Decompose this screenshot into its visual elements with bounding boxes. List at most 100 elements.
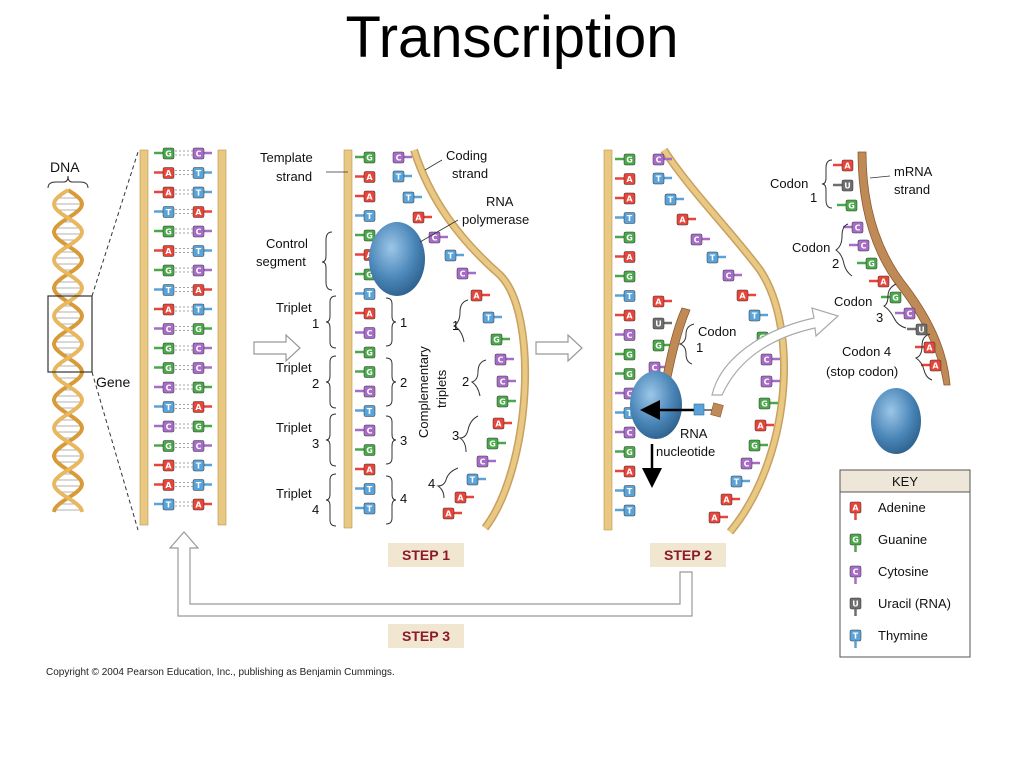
svg-text:G: G bbox=[195, 325, 202, 334]
svg-text:A: A bbox=[165, 481, 172, 490]
step3-label: STEP 3 bbox=[402, 628, 450, 644]
template-base: C bbox=[154, 323, 175, 335]
svg-text:C: C bbox=[196, 442, 202, 451]
step2-coding-base: T bbox=[652, 172, 672, 185]
svg-text:T: T bbox=[627, 214, 633, 223]
rna-nucleotide-label-2: nucleotide bbox=[656, 444, 715, 459]
svg-text:1: 1 bbox=[312, 316, 319, 331]
svg-text:3: 3 bbox=[312, 436, 319, 451]
mrna-base: C bbox=[895, 307, 916, 320]
step1-coding-base: C bbox=[496, 375, 516, 388]
svg-text:G: G bbox=[366, 368, 373, 377]
svg-text:T: T bbox=[367, 485, 373, 494]
svg-text:G: G bbox=[366, 271, 373, 280]
coding-base: C bbox=[192, 362, 212, 374]
zoom-line-top bbox=[91, 151, 139, 297]
dna-brace bbox=[47, 175, 89, 189]
step2-template-base: A bbox=[615, 465, 636, 478]
codon2-label-1: Codon bbox=[792, 240, 830, 255]
step1-coding-base: G bbox=[490, 333, 510, 346]
dna-helix bbox=[51, 188, 85, 513]
svg-text:G: G bbox=[626, 156, 633, 165]
svg-text:C: C bbox=[196, 150, 202, 159]
codon4-label-1: Codon 4 bbox=[842, 344, 891, 359]
svg-text:A: A bbox=[655, 298, 662, 307]
step2-coding-base: T bbox=[730, 475, 750, 488]
svg-text:T: T bbox=[627, 507, 633, 516]
coding-base: C bbox=[192, 440, 212, 452]
svg-text:4: 4 bbox=[428, 476, 435, 491]
svg-text:T: T bbox=[656, 175, 662, 184]
svg-text:C: C bbox=[627, 390, 633, 399]
step2-coding-base: T bbox=[748, 309, 768, 322]
step2-template-base: G bbox=[615, 231, 636, 244]
coding-base: G bbox=[192, 420, 212, 433]
step2-mrna-base: U bbox=[652, 317, 672, 330]
step2-arrow bbox=[535, 333, 583, 363]
mrna-strand-label-1: mRNA bbox=[894, 164, 933, 179]
svg-text:C: C bbox=[166, 423, 172, 432]
svg-text:T: T bbox=[710, 254, 716, 263]
step2-coding-base: A bbox=[720, 493, 740, 506]
svg-text:T: T bbox=[196, 306, 202, 315]
svg-text:A: A bbox=[195, 501, 202, 510]
step1-template-base: T bbox=[355, 210, 376, 222]
svg-text:G: G bbox=[366, 232, 373, 241]
step1-right-brackets: 1 2 3 4 bbox=[385, 297, 407, 525]
coding-base: A bbox=[192, 284, 212, 296]
step2-template-base: A bbox=[615, 173, 636, 185]
step2-coding-base: G bbox=[758, 397, 778, 410]
codon2-label-2: 2 bbox=[832, 256, 839, 271]
rna-nucleotide-label-1: RNA bbox=[680, 426, 708, 441]
svg-text:A: A bbox=[415, 214, 422, 223]
step2-template-base: G bbox=[615, 270, 636, 283]
step1-template-base: T bbox=[355, 502, 376, 515]
svg-text:T: T bbox=[166, 403, 172, 412]
coding-base: T bbox=[192, 245, 212, 257]
step1-template-base: T bbox=[355, 405, 376, 417]
svg-text:C: C bbox=[367, 329, 373, 338]
rna-polymerase-step2 bbox=[630, 371, 682, 439]
step2-coding-base: T bbox=[706, 251, 726, 264]
svg-text:2: 2 bbox=[312, 376, 319, 391]
svg-text:G: G bbox=[868, 260, 875, 269]
template-base: G bbox=[154, 264, 175, 277]
step1-coding-base: C bbox=[476, 455, 496, 468]
svg-text:A: A bbox=[926, 344, 933, 353]
coding-base: C bbox=[192, 342, 212, 355]
svg-text:C: C bbox=[853, 568, 859, 577]
svg-text:T: T bbox=[196, 189, 202, 198]
mrna-release-arrow bbox=[711, 307, 840, 396]
codon1-step2-label-2: 1 bbox=[696, 340, 703, 355]
step2-coding-base: T bbox=[664, 193, 684, 206]
svg-text:G: G bbox=[366, 446, 373, 455]
svg-text:A: A bbox=[165, 247, 172, 256]
svg-text:Guanine: Guanine bbox=[878, 532, 927, 547]
template-base: T bbox=[154, 498, 175, 511]
control-segment-label-1: Control bbox=[266, 236, 308, 251]
template-base: T bbox=[154, 401, 175, 413]
copyright-notice: Copyright © 2004 Pearson Education, Inc.… bbox=[46, 667, 395, 678]
svg-text:T: T bbox=[853, 632, 859, 641]
coding-base: A bbox=[192, 498, 212, 511]
mrna-base: C bbox=[849, 239, 870, 252]
step2-badge bbox=[650, 543, 726, 567]
svg-text:A: A bbox=[165, 169, 172, 178]
rna-polymerase-label-2: polymerase bbox=[462, 212, 529, 227]
triplet-labels: Triplet 1 Triplet 2 Triplet 3 Triplet 4 bbox=[276, 295, 337, 527]
mrna-base: A bbox=[915, 341, 936, 354]
step1-template-base: G bbox=[355, 346, 376, 359]
svg-text:G: G bbox=[761, 400, 768, 409]
coding-base: C bbox=[192, 147, 212, 160]
step1-template-base: C bbox=[355, 327, 376, 339]
svg-text:G: G bbox=[165, 267, 172, 276]
svg-text:A: A bbox=[195, 286, 202, 295]
svg-text:4: 4 bbox=[400, 491, 407, 506]
svg-text:T: T bbox=[470, 476, 476, 485]
step2-template-base: A bbox=[615, 309, 636, 322]
svg-text:T: T bbox=[486, 314, 492, 323]
svg-text:A: A bbox=[165, 462, 172, 471]
